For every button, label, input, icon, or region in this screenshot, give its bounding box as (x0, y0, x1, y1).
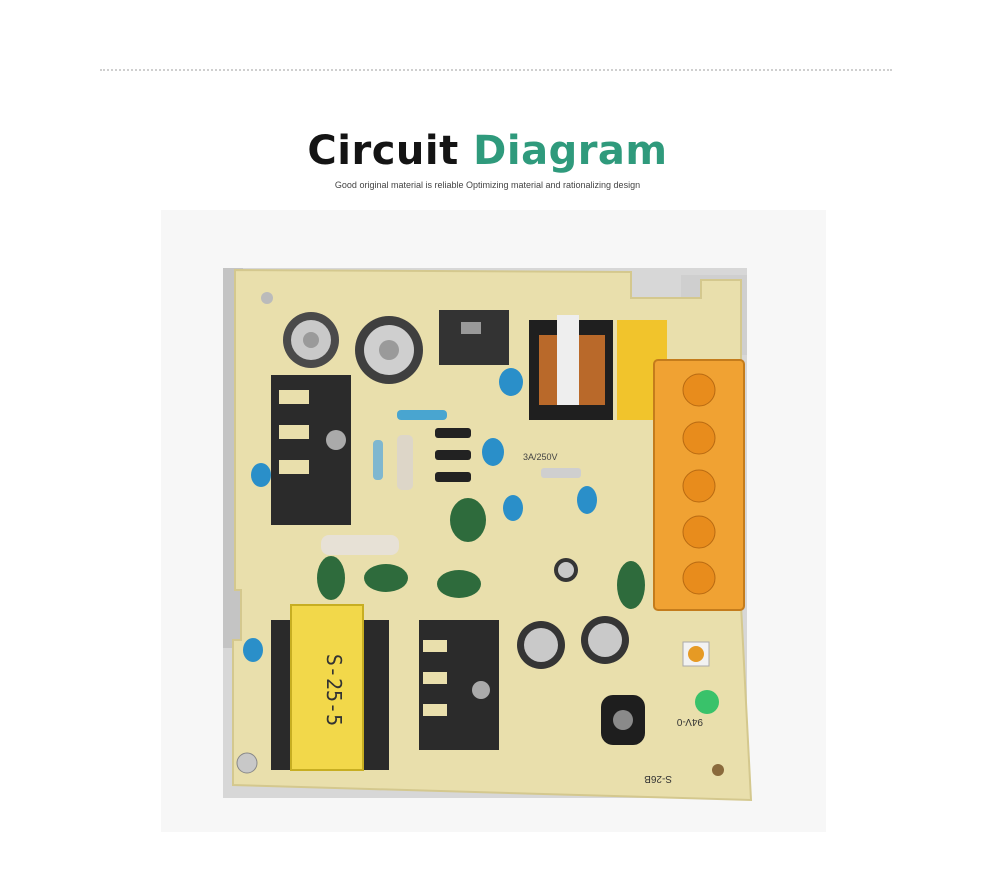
screw-top-left (261, 292, 273, 304)
capacitor-small (554, 558, 578, 582)
resistor-1 (397, 410, 447, 420)
circuit-board-photo: 3A/250V S-25-5 (161, 210, 826, 832)
heatsink-left (271, 375, 351, 525)
title-word-circuit: Circuit (307, 128, 459, 174)
mount-hole-bottom-right (712, 764, 724, 776)
capacitor-blue-6 (243, 638, 263, 662)
heatsink-bottom (419, 620, 499, 750)
resistor-2 (373, 440, 383, 480)
top-divider (100, 69, 892, 71)
page-title: Circuit Diagram (0, 128, 975, 174)
fuse (541, 468, 581, 478)
power-led (695, 690, 719, 714)
model-label: S-26B (644, 773, 672, 784)
capacitor-blue-2 (482, 438, 504, 466)
resistor-power (397, 435, 413, 490)
capacitor-blue-5 (251, 463, 271, 487)
common-mode-choke (529, 315, 613, 420)
potentiometer-knob (688, 646, 704, 662)
capacitor-blue-1 (499, 368, 523, 396)
diode-3 (435, 472, 471, 482)
diode-2 (435, 450, 471, 460)
pcb-illustration: 3A/250V S-25-5 (223, 268, 753, 802)
fuse-label: 3A/250V (523, 452, 558, 462)
capacitor-green-2 (317, 556, 345, 600)
capacitor-green-3 (364, 564, 408, 592)
resistor-power-2 (321, 535, 399, 555)
transformer: S-25-5 (271, 604, 389, 771)
terminal-block (653, 359, 745, 611)
capacitor-output-2 (581, 616, 629, 664)
capacitor-green-4 (437, 570, 481, 598)
capacitor-large-1 (283, 312, 339, 368)
capacitor-output-1 (517, 621, 565, 669)
screw-bottom-left (236, 752, 258, 774)
capacitor-green-5 (617, 561, 645, 609)
capacitor-green-1 (450, 498, 486, 542)
diode-1 (435, 428, 471, 438)
capacitor-large-2 (355, 316, 423, 384)
rating-label: 94V-0 (676, 716, 703, 727)
voltage-switch (439, 310, 509, 365)
transformer-label: S-25-5 (322, 654, 346, 726)
title-word-diagram: Diagram (473, 128, 668, 174)
capacitor-blue-3 (503, 495, 523, 521)
switch-lever (461, 322, 481, 334)
output-inductor (601, 695, 645, 745)
page-subtitle: Good original material is reliable Optim… (334, 180, 641, 190)
capacitor-blue-4 (577, 486, 597, 514)
